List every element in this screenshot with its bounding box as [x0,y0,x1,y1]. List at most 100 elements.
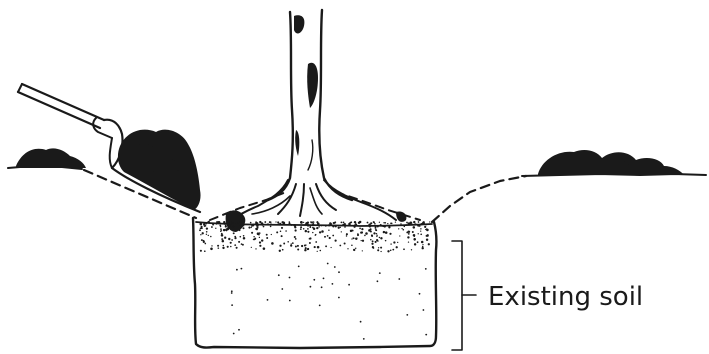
soil-speck [422,244,423,245]
soil-speck [271,242,274,245]
soil-speck [241,268,243,270]
soil-speck [332,225,334,227]
soil-speck [224,223,226,225]
soil-speck [221,234,224,237]
soil-speck [380,251,381,252]
soil-speck [414,243,416,245]
soil-speck [355,224,357,226]
soil-speck [335,225,337,227]
soil-speck [417,241,419,243]
soil-speck [376,236,377,237]
soil-speck [238,241,240,243]
soil-speck [280,223,282,225]
soil-speck [230,242,232,244]
soil-speck [343,222,345,224]
soil-speck [379,237,380,238]
soil-speck [376,233,377,234]
soil-speck [425,229,426,230]
shovel-soil [118,130,201,210]
soil-speck [379,222,380,223]
soil-speck [332,283,334,285]
soil-speck [248,227,250,229]
soil-speck [266,234,268,236]
soil-speck [420,230,421,231]
soil-speck [232,223,234,225]
soil-speck [237,221,239,223]
soil-speck [251,227,252,228]
soil-speck [242,244,244,246]
soil-speck [391,223,392,224]
soil-speck [424,226,426,228]
soil-speck [259,232,261,234]
soil-speck [259,245,261,247]
soil-speck [406,314,408,316]
soil-speck [330,247,331,248]
soil-speck [417,224,419,226]
soil-speck [312,227,314,229]
soil-speck [253,224,255,226]
soil-speck [236,269,238,271]
soil-speck [375,241,377,243]
soil-speck [399,235,400,236]
soil-speck [243,237,246,240]
soil-speck [338,271,340,273]
soil-speck [291,243,292,244]
soil-speck [426,224,427,225]
soil-speck [361,228,363,230]
soil-speck [253,236,254,237]
soil-speck [210,236,212,238]
soil-speck [280,231,282,233]
soil-speck [310,222,312,224]
soil-speck [360,232,362,234]
soil-speck [261,239,263,241]
soil-speck [366,225,367,226]
soil-speck [338,227,340,229]
soil-speck [362,250,363,251]
soil-speck [295,246,297,248]
soil-speck [271,234,272,235]
soil-speck [200,250,202,252]
soil-speck [263,226,265,228]
soil-speck [319,231,321,233]
soil-speck [359,228,361,230]
soil-speck [267,299,269,301]
soil-speck [204,250,206,252]
soil-speck [300,226,302,228]
soil-speck [384,226,386,228]
soil-speck [329,237,331,239]
soil-speck [303,222,304,223]
soil-speck [319,305,321,307]
soil-speck [204,243,206,245]
soil-speck [334,266,336,268]
soil-speck [309,242,311,244]
planting-hole [193,218,436,348]
soil-speck [200,227,202,229]
soil-speck [206,227,208,229]
soil-speck [377,240,378,241]
soil-speck [305,247,307,249]
soil-speck [225,225,227,227]
soil-speck [279,245,281,247]
soil-speck [333,222,335,224]
soil-speck [323,278,325,280]
soil-speck [313,279,315,281]
soil-speck [426,238,428,240]
soil-speck [393,241,395,243]
soil-speck [316,227,318,229]
soil-speck [218,221,220,223]
soil-speck [243,227,245,229]
soil-speck [375,229,377,231]
soil-speck [228,222,229,223]
soil-speck [224,237,226,239]
soil-speck [210,248,213,251]
soil-speck [234,236,236,238]
soil-speck [228,238,230,240]
soil-speck [255,248,256,249]
soil-speck [413,226,416,229]
soil-speck [231,304,233,306]
existing-soil-label: Existing soil [488,282,643,312]
soil-speck [231,239,233,241]
soil-speck [223,245,225,247]
soil-speck [422,246,424,248]
